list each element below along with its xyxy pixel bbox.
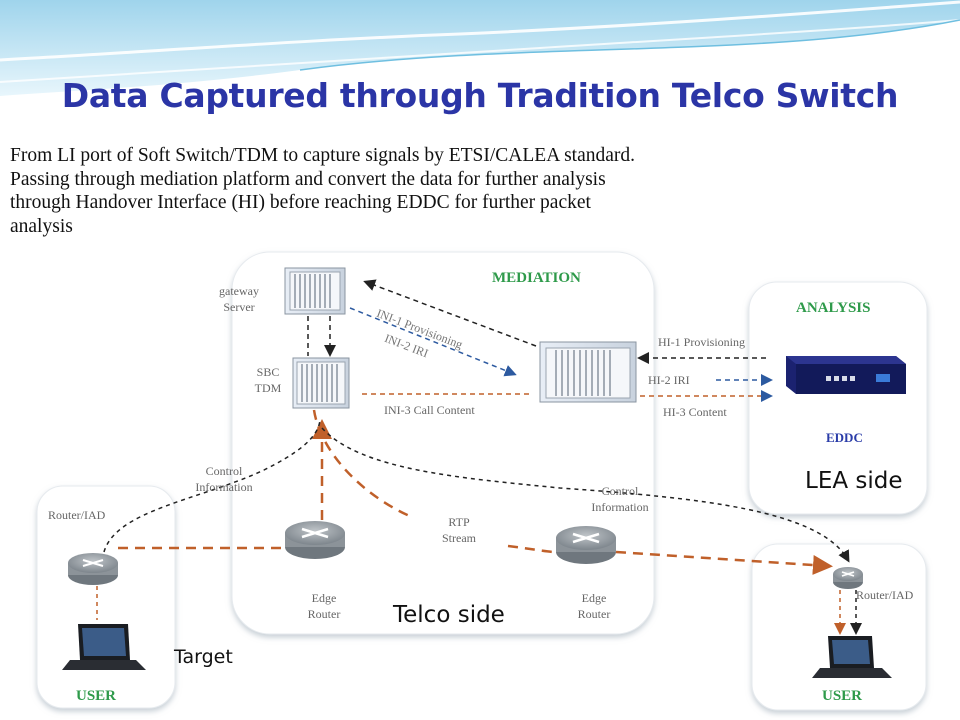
server-label-line: Server — [223, 300, 255, 314]
information-line: Information — [195, 480, 253, 494]
stream-line: Stream — [442, 531, 476, 545]
hi3-label: HI-3 Content — [663, 405, 727, 419]
sbc-tdm-label: SBC TDM — [248, 364, 288, 396]
mediation-heading: MEDIATION — [492, 270, 581, 286]
ini1-line — [363, 279, 537, 347]
router-iad-right-device — [833, 567, 863, 589]
rtp-to-edge-line — [507, 544, 557, 554]
gateway-server-device — [284, 267, 346, 315]
mediation-device — [539, 341, 637, 403]
intro-line: analysis — [10, 215, 73, 237]
laptop-left-icon — [62, 624, 146, 670]
edge-router-right-label: Edge Router — [566, 590, 622, 622]
router-line: Router — [307, 607, 341, 621]
ini2-line — [349, 307, 517, 377]
edge-router-right-device — [556, 526, 616, 564]
telco-side-label: Telco side — [393, 602, 505, 628]
edge-router-left-label: Edge Router — [296, 590, 352, 622]
edge-line: Edge — [311, 591, 337, 605]
connections — [96, 279, 862, 635]
user-left-heading: USER — [76, 688, 117, 704]
router-iad-right-label: Router/IAD — [856, 588, 914, 602]
hi2-label: HI-2 IRI — [648, 373, 690, 387]
intro-line: From LI port of Soft Switch/TDM to captu… — [10, 145, 636, 166]
lea-side-label: LEA side — [805, 468, 903, 494]
edge-to-router-right-line — [615, 550, 833, 575]
router-iad-left-label: Router/IAD — [48, 508, 106, 522]
hi1-label: HI-1 Provisioning — [658, 335, 745, 349]
rtp-stream-label: RTP Stream — [434, 514, 484, 546]
control-left-line — [103, 419, 321, 553]
target-label: Target — [174, 646, 233, 668]
header-swoosh — [0, 0, 960, 96]
control-line: Control — [205, 464, 243, 478]
analysis-panel — [748, 281, 928, 515]
router-iad-left-device — [68, 553, 118, 585]
laptop-right-icon — [812, 636, 892, 678]
intro-line: through Handover Interface (HI) before r… — [10, 192, 591, 213]
edge-router-left-device — [285, 521, 345, 559]
ini3-label: INI-3 Call Content — [384, 403, 475, 417]
eddc-label: EDDC — [826, 430, 863, 445]
rtp-stream-line — [312, 409, 415, 520]
control-info-left-label: Control Information — [186, 463, 262, 495]
sbc-tdm-device — [292, 357, 350, 409]
control-right-line — [321, 427, 850, 563]
control-info-right-label: Control Information — [582, 483, 658, 515]
user-right-heading: USER — [822, 688, 863, 704]
information-line: Information — [591, 500, 649, 514]
page-title: Data Captured through Tradition Telco Sw… — [61, 76, 899, 115]
router-line: Router — [577, 607, 611, 621]
sbc-label-line: SBC — [256, 365, 280, 379]
control-line: Control — [601, 484, 639, 498]
tdm-label-line: TDM — [254, 381, 282, 395]
edge-line: Edge — [581, 591, 607, 605]
gateway-label-line: gateway — [219, 284, 259, 298]
analysis-heading: ANALYSIS — [796, 300, 871, 316]
user-left-panel — [36, 485, 176, 709]
gateway-server-label: gateway Server — [206, 283, 272, 315]
eddc-device — [786, 356, 906, 394]
intro-line: Passing through mediation platform and c… — [10, 168, 606, 190]
intro-paragraph: From LI port of Soft Switch/TDM to captu… — [10, 144, 910, 238]
rtp-line: RTP — [448, 515, 470, 529]
